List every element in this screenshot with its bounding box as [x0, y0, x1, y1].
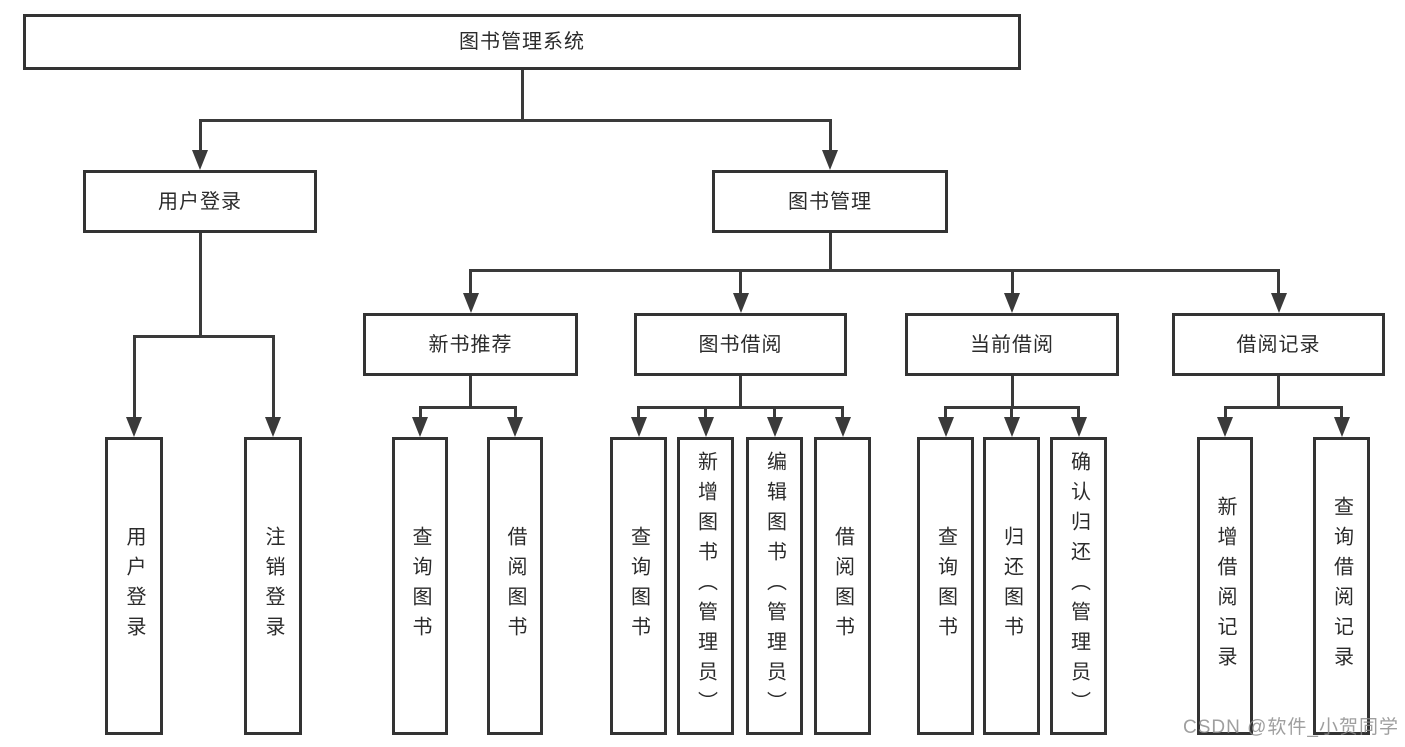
connector-line [1010, 376, 1014, 407]
connector-line [198, 233, 202, 336]
node-label-root: 图书管理系统 [459, 31, 585, 53]
node-label-book-borrow: 图书借阅 [698, 333, 783, 356]
diagram-node-book-mgmt: 图书管理 [712, 170, 948, 233]
connector-line [1010, 270, 1014, 299]
connector-line [418, 405, 517, 409]
diagram-node-leaf-edit-book: 编辑图书（管理员） [746, 437, 803, 735]
diagram-node-leaf-query-book-3: 查询图书 [917, 437, 974, 735]
arrow-down-icon [126, 417, 142, 437]
arrow-down-icon [766, 417, 783, 437]
arrow-down-icon [732, 293, 749, 313]
csdn-watermark: CSDN @软件_小贺同学 [1183, 717, 1399, 738]
connector-line [944, 407, 947, 423]
connector-line [637, 405, 844, 409]
node-label-leaf-edit-book: 编辑图书（管理员） [763, 451, 786, 721]
arrow-down-icon [834, 417, 851, 437]
connector-line [841, 407, 844, 423]
diagram-node-leaf-query-book-2: 查询图书 [610, 437, 667, 735]
node-label-leaf-query-book-1: 查询图书 [409, 526, 431, 646]
node-label-leaf-query-book-2: 查询图书 [627, 526, 650, 646]
node-label-leaf-query-borrow-rec: 查询借阅记录 [1330, 496, 1353, 676]
node-label-leaf-query-book-3: 查询图书 [934, 526, 957, 646]
connector-line [513, 407, 517, 423]
diagram-node-new-book-rec: 新书推荐 [363, 313, 578, 376]
node-label-leaf-add-borrow-rec: 新增借阅记录 [1214, 496, 1236, 676]
connector-line [828, 120, 832, 156]
diagram-node-user-login: 用户登录 [83, 170, 317, 233]
connector-line [1277, 270, 1280, 299]
node-label-leaf-confirm-return: 确认归还（管理员） [1067, 451, 1090, 721]
arrow-down-icon [1004, 293, 1020, 313]
connector-line [132, 334, 275, 338]
connector-line [271, 336, 275, 423]
arrow-down-icon [1070, 417, 1087, 437]
arrow-down-icon [1270, 293, 1287, 313]
connector-line [469, 268, 1280, 272]
arrow-down-icon [507, 417, 523, 437]
arrow-down-icon [697, 417, 714, 437]
connector-line [469, 270, 472, 299]
connector-line [1010, 407, 1013, 423]
arrow-down-icon [1003, 417, 1020, 437]
connector-line [520, 70, 524, 120]
arrow-down-icon [412, 417, 428, 437]
diagram-node-leaf-logout: 注销登录 [244, 437, 302, 735]
connector-line [637, 407, 640, 423]
node-label-book-mgmt: 图书管理 [788, 190, 872, 213]
diagram-node-leaf-return-book: 归还图书 [983, 437, 1040, 735]
connector-line [739, 376, 742, 407]
arrow-down-icon [630, 417, 647, 437]
connector-line [198, 118, 832, 122]
node-label-leaf-return-book: 归还图书 [1000, 526, 1023, 646]
connector-line [773, 407, 776, 423]
connector-line [1223, 407, 1227, 423]
connector-line [198, 120, 202, 156]
diagram-node-root: 图书管理系统 [23, 14, 1021, 70]
connector-line [469, 376, 472, 407]
node-label-leaf-user-login: 用户登录 [123, 526, 145, 646]
diagram-node-book-borrow: 图书借阅 [634, 313, 847, 376]
arrow-down-icon [265, 417, 281, 437]
diagram-node-leaf-query-borrow-rec: 查询借阅记录 [1313, 437, 1370, 735]
connector-line [1077, 407, 1080, 423]
diagram-node-borrow-record: 借阅记录 [1172, 313, 1385, 376]
node-label-leaf-add-book: 新增图书（管理员） [694, 451, 717, 721]
arrow-down-icon [1333, 417, 1350, 437]
node-label-user-login: 用户登录 [158, 190, 242, 213]
arrow-down-icon [937, 417, 954, 437]
node-label-leaf-logout: 注销登录 [262, 526, 284, 646]
diagram-node-leaf-query-book-1: 查询图书 [392, 437, 448, 735]
diagram-node-leaf-borrow-book-2: 借阅图书 [814, 437, 871, 735]
arrow-down-icon [822, 150, 838, 170]
diagram-node-leaf-borrow-book-1: 借阅图书 [487, 437, 543, 735]
diagram-node-current-borrow: 当前借阅 [905, 313, 1119, 376]
arrow-down-icon [462, 293, 479, 313]
connector-line [828, 233, 832, 270]
connector-line [132, 336, 136, 423]
connector-line [739, 270, 742, 299]
connector-line [1277, 376, 1280, 407]
connector-line [1340, 407, 1343, 423]
connector-line [418, 407, 422, 423]
arrow-down-icon [1217, 417, 1233, 437]
arrow-down-icon [192, 150, 208, 170]
node-label-current-borrow: 当前借阅 [970, 333, 1054, 356]
diagram-node-leaf-add-borrow-rec: 新增借阅记录 [1197, 437, 1253, 735]
node-label-new-book-rec: 新书推荐 [428, 333, 513, 356]
node-label-leaf-borrow-book-2: 借阅图书 [831, 526, 854, 646]
diagram-node-leaf-confirm-return: 确认归还（管理员） [1050, 437, 1107, 735]
connector-line [1223, 405, 1343, 409]
node-label-borrow-record: 借阅记录 [1236, 333, 1321, 356]
diagram-node-leaf-user-login: 用户登录 [105, 437, 163, 735]
connector-line [704, 407, 707, 423]
diagram-node-leaf-add-book: 新增图书（管理员） [677, 437, 734, 735]
node-label-leaf-borrow-book-1: 借阅图书 [504, 526, 526, 646]
